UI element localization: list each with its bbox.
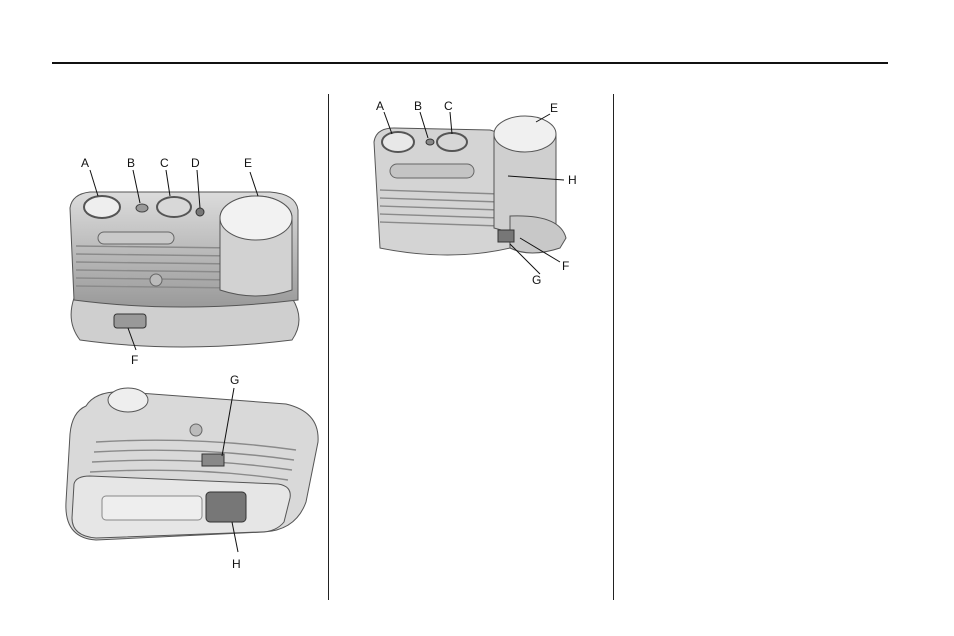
column-divider-left [328,94,329,600]
label-e: E [244,156,252,170]
compressor-front-figure: A B C D E F [60,150,310,380]
label-a: A [81,156,89,170]
label-c: C [160,156,169,170]
label-g: G [230,373,239,387]
label-f: F [562,259,569,273]
label-h: H [232,557,241,571]
label-c: C [444,99,453,113]
column-divider-right [613,94,614,600]
label-e: E [550,101,558,115]
label-g: G [532,273,541,287]
label-b: B [414,99,422,113]
label-h: H [568,173,577,187]
label-b: B [127,156,135,170]
label-f: F [131,353,138,367]
compressor-alternate-figure: A B C E H F G [360,98,590,288]
label-d: D [191,156,200,170]
header-rule [52,62,888,64]
label-a: A [376,99,384,113]
compressor-underside-figure: G H [56,372,326,572]
